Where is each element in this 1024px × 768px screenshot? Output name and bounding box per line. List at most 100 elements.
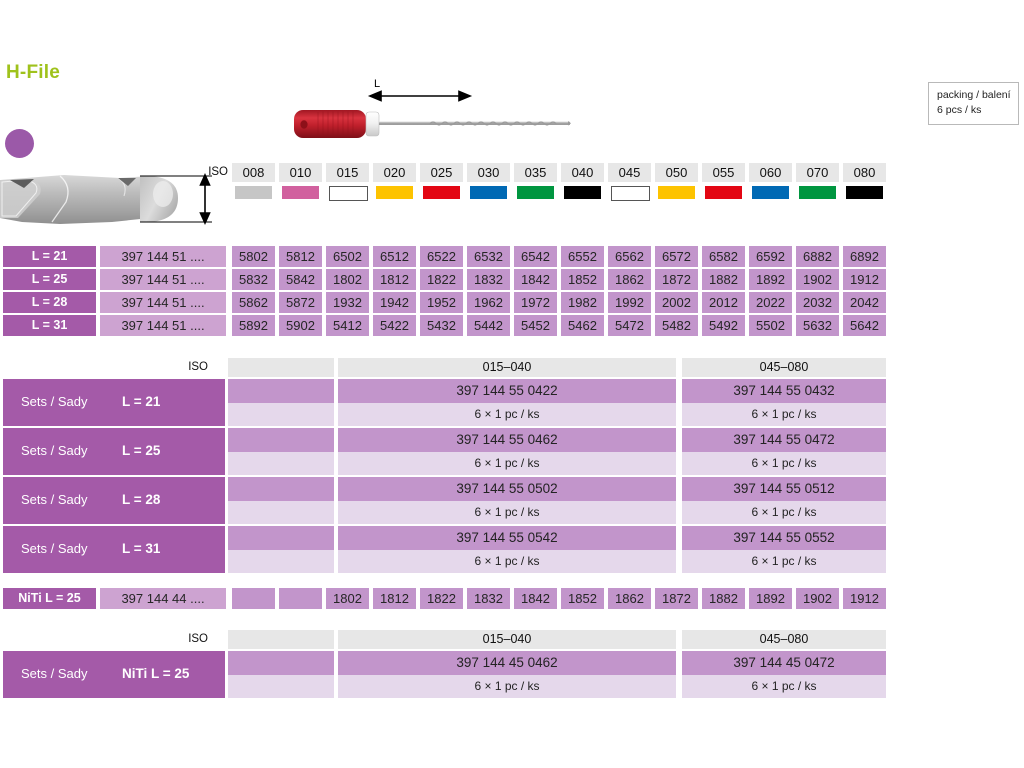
iso-size-header: 070 — [796, 163, 839, 182]
sets-left-qty: 6 × 1 pc / ks — [338, 675, 676, 698]
iso-size-header: 015 — [326, 163, 369, 182]
table-cell: 5812 — [279, 246, 322, 267]
packing-info-box: packing / balení 6 pcs / ks — [928, 82, 1019, 126]
sets-left-code: 397 144 45 0462 — [338, 651, 676, 675]
niti-table-cell: 1842 — [514, 588, 557, 609]
table-cell: 5802 — [232, 246, 275, 267]
iso-size-header: 040 — [561, 163, 604, 182]
row-order-code: 397 144 51 .... — [100, 292, 226, 313]
sets-row-spacer-top — [228, 526, 334, 550]
table-cell: 5462 — [561, 315, 604, 336]
iso-color-swatch — [517, 186, 554, 199]
table-cell: 6522 — [420, 246, 463, 267]
iso-color-swatch — [235, 186, 272, 199]
iso-color-swatch — [376, 186, 413, 199]
table-cell: 1802 — [326, 269, 369, 290]
sets-right-code: 397 144 55 0432 — [682, 379, 886, 403]
color-dot-icon — [5, 129, 34, 158]
table-cell: 5472 — [608, 315, 651, 336]
iso-color-swatch — [423, 186, 460, 199]
iso-color-swatch — [705, 186, 742, 199]
iso-size-header: 008 — [232, 163, 275, 182]
table-cell: 1882 — [702, 269, 745, 290]
sets-right-qty: 6 × 1 pc / ks — [682, 550, 886, 573]
sets-row-spacer-bottom — [228, 403, 334, 426]
table-cell: 5892 — [232, 315, 275, 336]
table-cell: 6572 — [655, 246, 698, 267]
table-cell: 1822 — [420, 269, 463, 290]
h-file-instrument-illustration — [294, 90, 571, 138]
iso-color-swatch — [329, 186, 368, 201]
iso-size-header: 020 — [373, 163, 416, 182]
row-order-code: 397 144 51 .... — [100, 269, 226, 290]
iso-size-header: 025 — [420, 163, 463, 182]
table-cell: 1852 — [561, 269, 604, 290]
sets-header-spacer — [228, 630, 334, 649]
table-cell: 5422 — [373, 315, 416, 336]
table-cell: 1982 — [561, 292, 604, 313]
niti-order-code: 397 144 44 .... — [100, 588, 226, 609]
table-cell: 6552 — [561, 246, 604, 267]
table-cell: 5482 — [655, 315, 698, 336]
table-cell: 1972 — [514, 292, 557, 313]
iso-size-header: 055 — [702, 163, 745, 182]
niti-table-cell: 1852 — [561, 588, 604, 609]
row-order-code: 397 144 51 .... — [100, 315, 226, 336]
sets-row-prefix: Sets / Sady — [21, 394, 88, 409]
niti-table-cell: 1832 — [467, 588, 510, 609]
table-cell: 6502 — [326, 246, 369, 267]
sets-range-right: 045–080 — [682, 630, 886, 649]
niti-table-cell — [279, 588, 322, 609]
table-cell: 1912 — [843, 269, 886, 290]
sets-row-spacer-top — [228, 379, 334, 403]
sets-iso-label: ISO — [188, 361, 208, 373]
sets-row-spacer-bottom — [228, 501, 334, 524]
file-tip-illustration — [0, 173, 212, 225]
length-dimension-label: L — [374, 78, 381, 90]
iso-color-swatch — [799, 186, 836, 199]
table-cell: 1902 — [796, 269, 839, 290]
sets-right-qty: 6 × 1 pc / ks — [682, 452, 886, 475]
iso-color-swatch — [470, 186, 507, 199]
table-cell: 5492 — [702, 315, 745, 336]
table-cell: 6562 — [608, 246, 651, 267]
table-cell: 2022 — [749, 292, 792, 313]
sets-header-spacer — [228, 358, 334, 377]
iso-color-swatch — [282, 186, 319, 199]
table-cell: 1832 — [467, 269, 510, 290]
niti-table-cell: 1902 — [796, 588, 839, 609]
sets-row-length: L = 25 — [122, 443, 161, 458]
iso-size-header: 010 — [279, 163, 322, 182]
table-cell: 1952 — [420, 292, 463, 313]
table-cell: 5452 — [514, 315, 557, 336]
sets-row-prefix: Sets / Sady — [21, 541, 88, 556]
iso-size-header: 030 — [467, 163, 510, 182]
niti-table-cell — [232, 588, 275, 609]
niti-table-cell: 1882 — [702, 588, 745, 609]
table-cell: 2002 — [655, 292, 698, 313]
sets-left-code: 397 144 55 0422 — [338, 379, 676, 403]
table-cell: 6882 — [796, 246, 839, 267]
niti-table-cell: 1872 — [655, 588, 698, 609]
sets-left-code: 397 144 55 0502 — [338, 477, 676, 501]
sets-range-right: 045–080 — [682, 358, 886, 377]
sets-row-length: L = 28 — [122, 492, 161, 507]
sets-right-qty: 6 × 1 pc / ks — [682, 675, 886, 698]
row-length-label: L = 31 — [3, 315, 96, 336]
table-cell: 6592 — [749, 246, 792, 267]
sets-right-code: 397 144 55 0552 — [682, 526, 886, 550]
iso-color-swatch — [658, 186, 695, 199]
table-cell: 1842 — [514, 269, 557, 290]
packing-line-2: 6 pcs / ks — [937, 104, 982, 117]
